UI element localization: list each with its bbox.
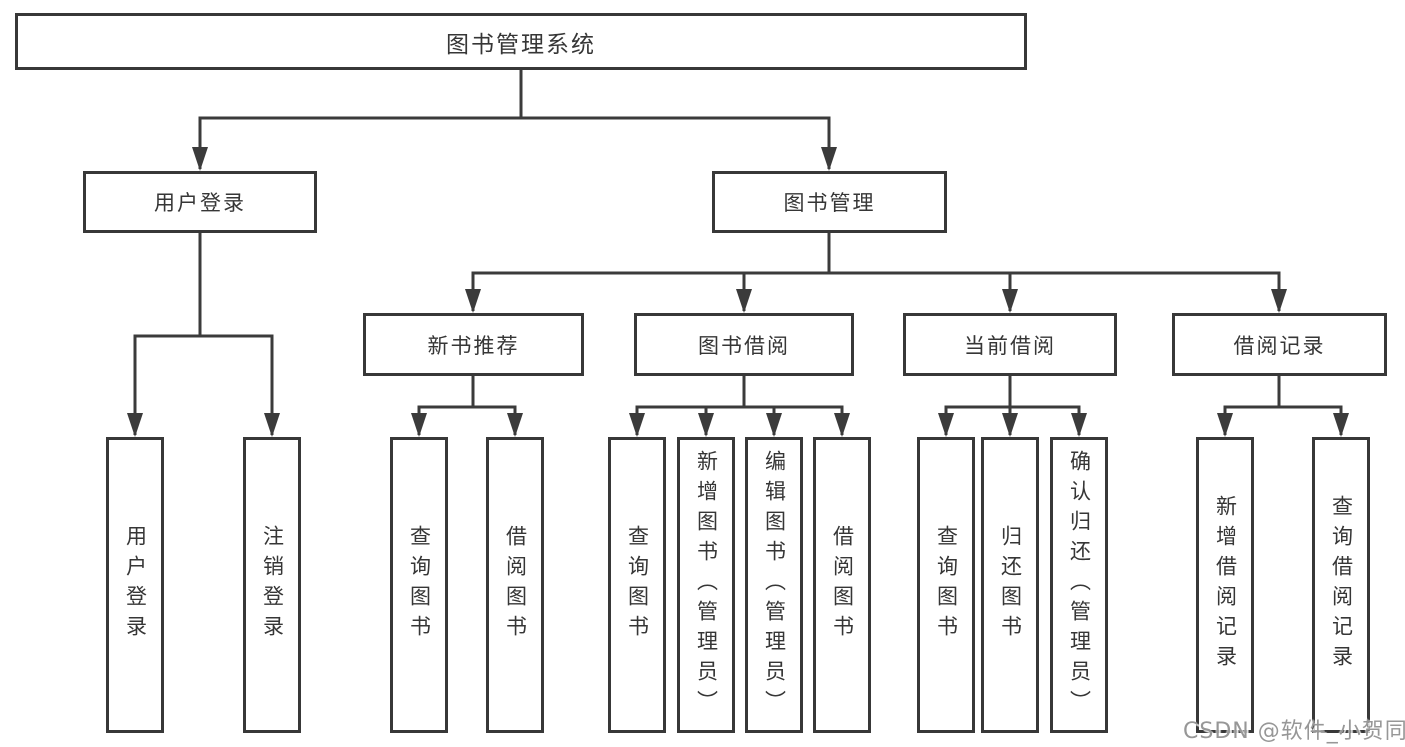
node-book-borrowing: 图书借阅: [634, 313, 854, 376]
node-new-book-recommend: 新书推荐: [363, 313, 584, 376]
node-user-login: 用户登录: [83, 171, 317, 233]
node-book-management: 图书管理: [712, 171, 947, 233]
leaf-cb-return-books-label: 归还图书: [998, 525, 1023, 645]
leaf-br-query-record: 查询借阅记录: [1312, 437, 1370, 733]
leaf-bb-add-book-admin: 新增图书（管理员）: [677, 437, 735, 733]
node-new-book-recommend-label: 新书推荐: [427, 333, 520, 358]
leaf-bb-query-books-label: 查询图书: [625, 525, 650, 645]
leaf-nb-query-books: 查询图书: [390, 437, 448, 733]
leaf-user-login-label: 用户登录: [123, 525, 148, 645]
node-current-borrowing-label: 当前借阅: [964, 333, 1056, 358]
leaf-bb-borrow-books: 借阅图书: [813, 437, 871, 733]
leaf-br-add-record-label: 新增借阅记录: [1213, 495, 1238, 675]
leaf-cb-query-books-label: 查询图书: [934, 525, 959, 645]
node-borrow-records-label: 借阅记录: [1233, 333, 1326, 358]
leaf-nb-borrow-books-label: 借阅图书: [503, 525, 528, 645]
node-book-management-system: 图书管理系统: [15, 13, 1027, 70]
leaf-nb-query-books-label: 查询图书: [407, 525, 432, 645]
watermark: CSDN @软件_小贺同学: [1183, 719, 1405, 744]
node-user-login-label: 用户登录: [154, 191, 246, 215]
leaf-nb-borrow-books: 借阅图书: [486, 437, 544, 733]
node-borrow-records: 借阅记录: [1172, 313, 1387, 376]
leaf-cb-query-books: 查询图书: [917, 437, 975, 733]
node-book-management-label: 图书管理: [783, 191, 876, 215]
leaf-br-add-record: 新增借阅记录: [1196, 437, 1254, 733]
leaf-bb-query-books: 查询图书: [608, 437, 666, 733]
leaf-bb-borrow-books-label: 借阅图书: [830, 525, 855, 645]
leaf-cb-confirm-return-admin: 确认归还（管理员）: [1050, 437, 1108, 733]
leaf-cb-confirm-return-admin-label: 确认归还（管理员）: [1067, 450, 1092, 720]
node-book-borrowing-label: 图书借阅: [698, 333, 790, 358]
leaf-user-login: 用户登录: [106, 437, 164, 733]
leaf-br-query-record-label: 查询借阅记录: [1329, 495, 1354, 675]
leaf-bb-edit-book-admin: 编辑图书（管理员）: [745, 437, 803, 733]
leaf-logout-label: 注销登录: [260, 525, 285, 645]
leaf-cb-return-books: 归还图书: [981, 437, 1039, 733]
node-book-management-system-label: 图书管理系统: [446, 31, 596, 58]
node-current-borrowing: 当前借阅: [903, 313, 1117, 376]
leaf-bb-edit-book-admin-label: 编辑图书（管理员）: [762, 450, 787, 720]
leaf-logout: 注销登录: [243, 437, 301, 733]
leaf-bb-add-book-admin-label: 新增图书（管理员）: [694, 450, 719, 720]
